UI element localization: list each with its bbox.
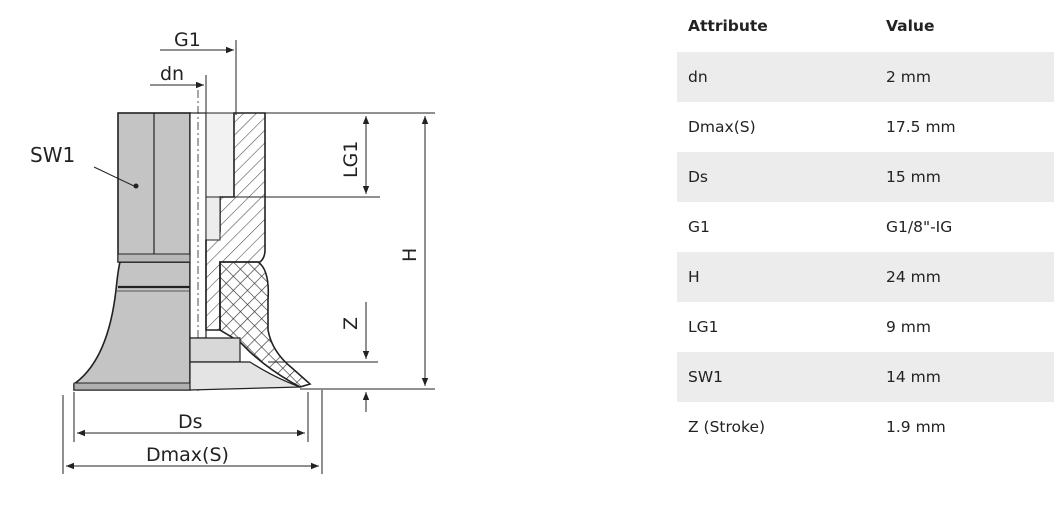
table-row: LG1 9 mm bbox=[677, 302, 1054, 352]
label-lg1: LG1 bbox=[340, 141, 362, 178]
cell-value: 15 mm bbox=[875, 152, 1054, 202]
cell-attribute: Ds bbox=[677, 152, 875, 202]
suction-cup-technical-drawing: G1 dn SW1 LG1 H Z Ds Dmax(S) bbox=[30, 29, 435, 474]
cell-value: 14 mm bbox=[875, 352, 1054, 402]
label-dn: dn bbox=[160, 63, 184, 85]
cell-attribute: LG1 bbox=[688, 318, 719, 336]
header-attribute: Attribute bbox=[688, 17, 768, 35]
hex-nut-sw1 bbox=[117, 112, 191, 263]
label-g1: G1 bbox=[174, 29, 201, 51]
cell-value: 2 mm bbox=[875, 52, 1054, 102]
table-row: Z (Stroke) 1.9 mm bbox=[677, 402, 1054, 452]
cell-value: G1/8"-IG bbox=[886, 218, 953, 236]
table-header-row: Attribute Value bbox=[677, 0, 1054, 52]
header-value: Value bbox=[886, 17, 935, 35]
cell-value: 9 mm bbox=[886, 318, 931, 336]
sw1-leader-dot bbox=[133, 183, 139, 189]
cell-value: 24 mm bbox=[875, 252, 1054, 302]
cell-value: 17.5 mm bbox=[886, 118, 956, 136]
table-row: Dmax(S) 17.5 mm bbox=[677, 102, 1054, 152]
cell-attribute: H bbox=[677, 252, 875, 302]
label-z: Z bbox=[340, 317, 362, 330]
label-h: H bbox=[399, 248, 421, 262]
cell-value: 1.9 mm bbox=[886, 418, 946, 436]
cell-attribute: SW1 bbox=[677, 352, 875, 402]
suction-cup-body bbox=[73, 261, 191, 391]
label-ds: Ds bbox=[178, 411, 203, 433]
rubber-lip-section bbox=[189, 261, 312, 391]
label-sw1: SW1 bbox=[30, 143, 75, 167]
cell-attribute: G1 bbox=[688, 218, 710, 236]
fitting-section-hatched bbox=[205, 112, 266, 331]
dimension-lines bbox=[62, 40, 435, 474]
table-row: G1 G1/8"-IG bbox=[677, 202, 1054, 252]
cell-attribute: Dmax(S) bbox=[688, 118, 756, 136]
cell-attribute: dn bbox=[677, 52, 875, 102]
cell-attribute: Z (Stroke) bbox=[688, 418, 766, 436]
label-dmax: Dmax(S) bbox=[146, 444, 229, 466]
